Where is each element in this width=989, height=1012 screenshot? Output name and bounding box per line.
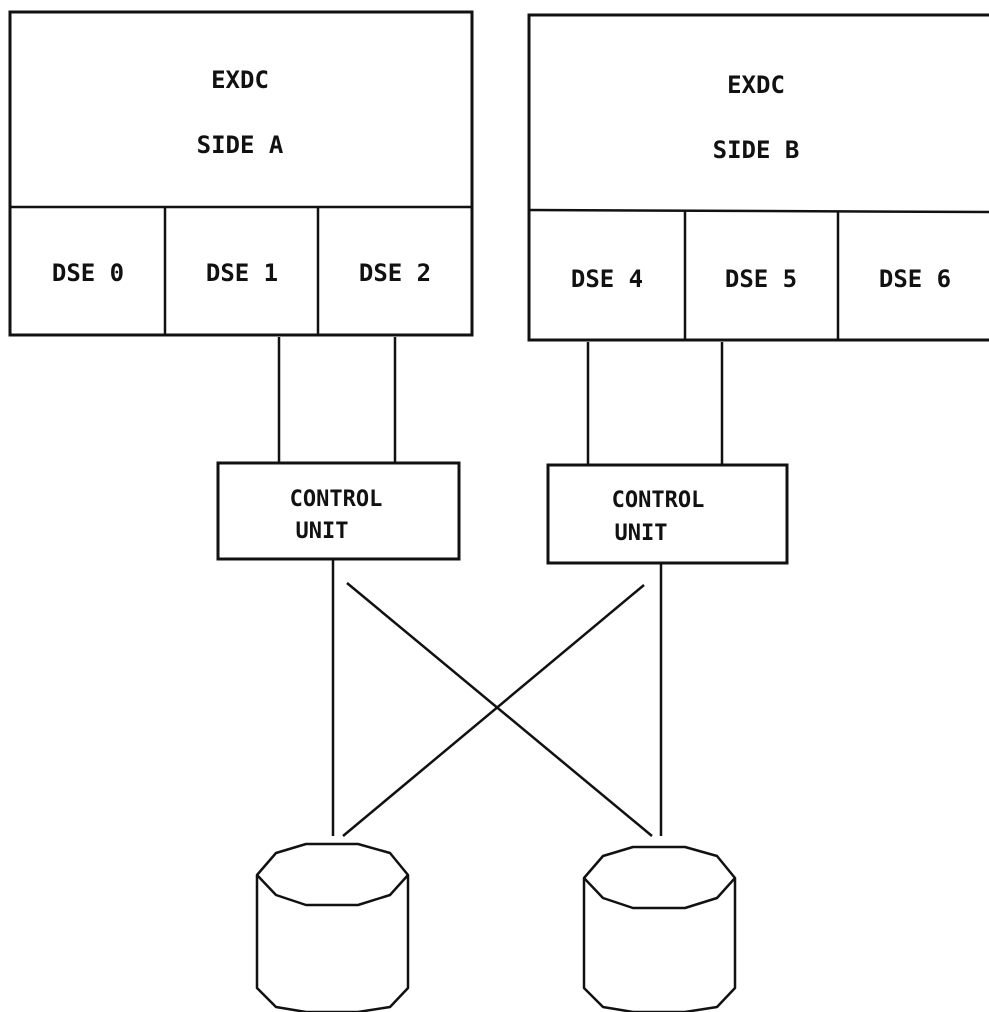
- control-unit-right-box: [546, 463, 789, 565]
- side-b-subtitle: SIDE B: [713, 136, 800, 164]
- disk-links: [331, 559, 663, 837]
- dse-4-label: DSE 4: [571, 265, 643, 293]
- disk-drive-left-body: [255, 842, 410, 1012]
- dse-1-label: DSE 1: [206, 259, 278, 287]
- disk-drive-right-body: [582, 845, 737, 1012]
- disk-drive-left: [255, 842, 410, 1012]
- link-cu-right-disk-left: [342, 584, 645, 837]
- side-b-divider: [528, 208, 989, 214]
- dse-0-label: DSE 0: [52, 259, 124, 287]
- disk-drive-right-top: [583, 877, 736, 910]
- side-a-title: EXDC: [211, 66, 269, 94]
- side-b-title: EXDC: [727, 71, 785, 99]
- control-unit-right-line1: CONTROL: [612, 488, 705, 513]
- control-unit-left-line1: CONTROL: [290, 487, 383, 512]
- exdc-side-a: EXDC SIDE A DSE 0 DSE 1 DSE 2: [8, 10, 474, 337]
- control-unit-left-box: [216, 461, 461, 561]
- side-a-subtitle: SIDE A: [197, 131, 284, 159]
- exdc-side-b-box: [527, 13, 989, 342]
- control-unit-right: CONTROL UNIT: [546, 463, 789, 565]
- control-unit-right-line2: UNIT: [615, 521, 668, 546]
- control-unit-left-line2: UNIT: [296, 519, 349, 544]
- control-unit-left: CONTROL UNIT: [216, 461, 461, 561]
- dse-6-label: DSE 6: [879, 265, 951, 293]
- disk-drive-right: [582, 845, 737, 1012]
- exdc-side-a-box: [8, 10, 474, 337]
- dse-links: [277, 337, 724, 465]
- link-cu-left-disk-right: [346, 582, 653, 837]
- dse-5-label: DSE 5: [725, 265, 797, 293]
- disk-drive-left-top: [256, 874, 409, 907]
- exdc-side-b: EXDC SIDE B DSE 4 DSE 5 DSE 6: [527, 13, 989, 342]
- dse-2-label: DSE 2: [359, 259, 431, 287]
